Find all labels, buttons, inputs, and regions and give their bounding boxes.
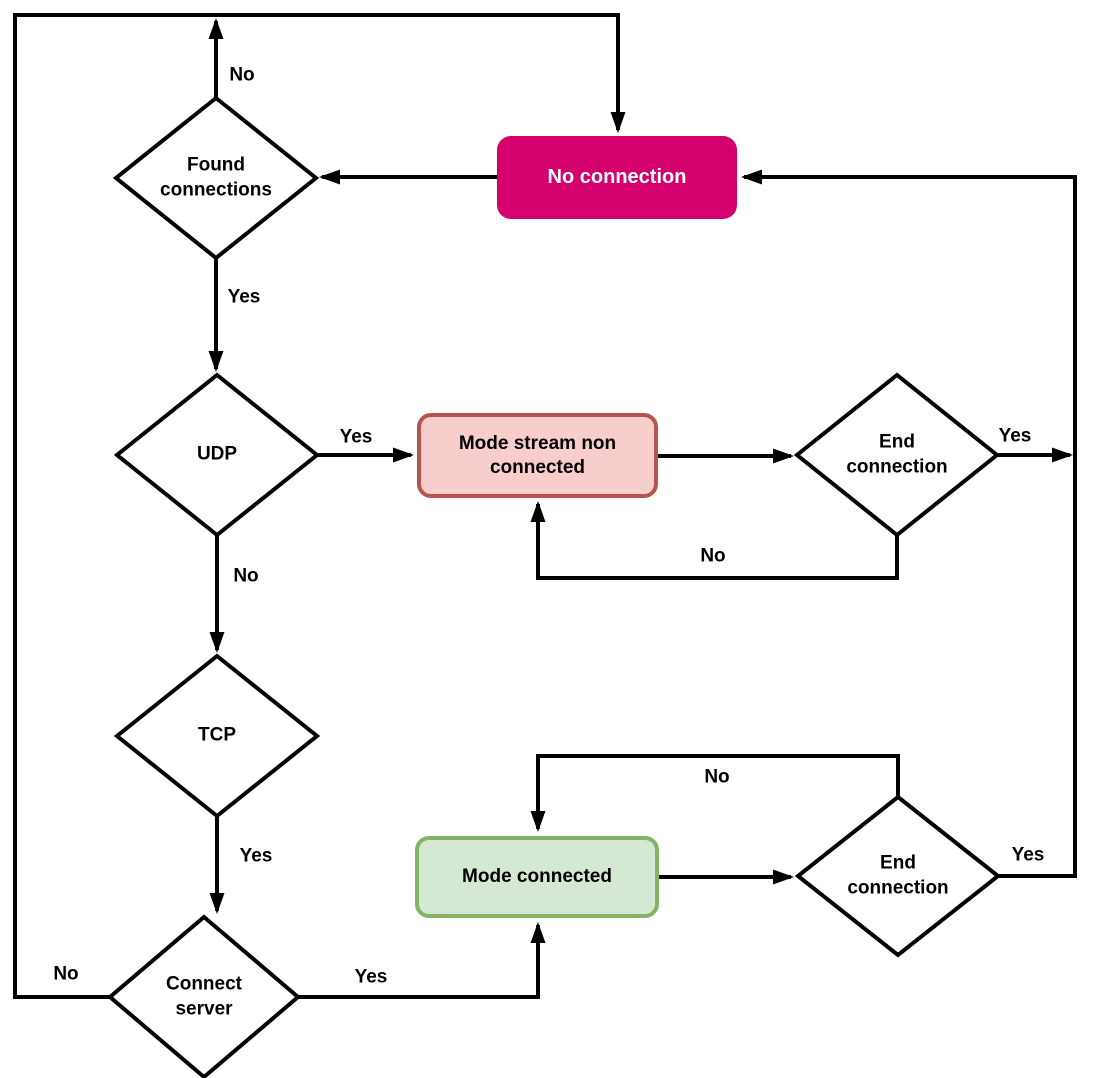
edge-connect-yes-to-connected — [298, 922, 546, 999]
decision-udp — [113, 372, 321, 538]
edge-outer-no-loop — [13, 13, 626, 997]
decision-tcp — [113, 653, 321, 819]
node-mode-stream-non-connected: Mode stream non connected — [417, 413, 658, 498]
node-no-connection: No connection — [497, 136, 737, 219]
decision-end-connection-bottom — [794, 794, 1002, 958]
decision-connect-server — [106, 914, 302, 1078]
edge-endtop-no-loop — [530, 501, 899, 580]
edge-endbottom-no-loop — [530, 754, 900, 832]
node-mode-connected: Mode connected — [415, 836, 659, 918]
node-no-connection-label: No connection — [547, 166, 687, 188]
node-mode-connected-label: Mode connected — [462, 866, 612, 888]
node-mode-stream-label: Mode stream non connected — [458, 432, 617, 478]
edge-right-loop-to-noconnection — [741, 169, 1077, 878]
decision-end-connection-top — [793, 372, 1001, 538]
decision-found-connections — [112, 95, 320, 261]
